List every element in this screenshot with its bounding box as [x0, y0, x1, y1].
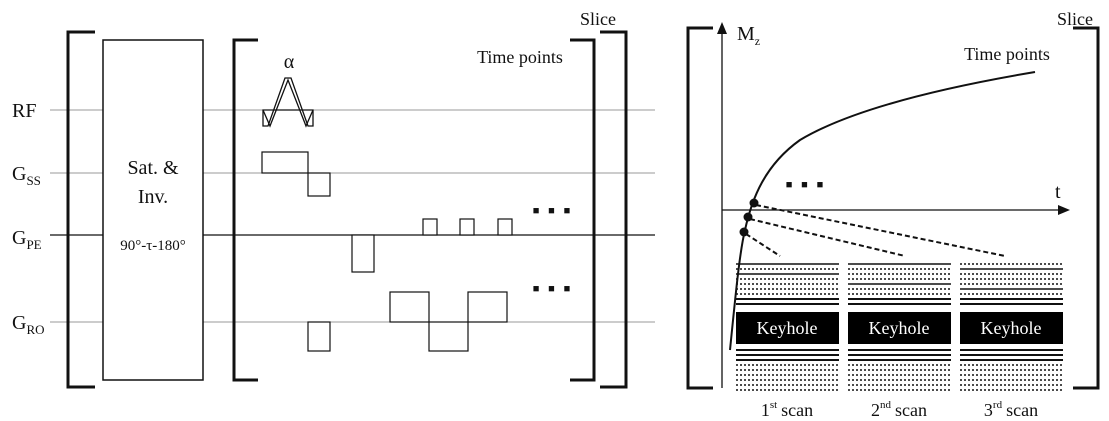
rf-pulse-shape [262, 78, 314, 128]
mz-outer-right-bracket [1073, 26, 1100, 390]
time-points-label: Time points [477, 47, 563, 67]
mz-recovery-diagram: Mz t Time points ■ ■ ■ Keyhole Keyhole K… [686, 9, 1100, 420]
gpe-blip-3 [497, 218, 513, 236]
kspace-panel-2 [848, 263, 951, 391]
prep-block [102, 39, 204, 381]
flip-angle-label: α [284, 51, 295, 73]
mz-y-label: Mz [737, 23, 760, 48]
slice-label-left: Slice [580, 9, 616, 29]
gro-lobe-2 [428, 321, 469, 352]
prep-block-line1: Sat. & [127, 157, 179, 179]
keyhole-box-1 [736, 312, 839, 344]
gro-lobe-3 [467, 291, 508, 323]
mz-ellipsis: ■ ■ ■ [786, 179, 826, 191]
leader-line-2 [749, 218, 906, 257]
prep-block-line2: Inv. [138, 186, 168, 208]
gss-lobe-negative [307, 172, 331, 197]
gss-lobe-positive [261, 151, 309, 174]
mz-time-points-label: Time points [964, 44, 1050, 64]
gro-prephaser [307, 321, 331, 352]
prep-block-line3: 90°-τ-180° [120, 238, 186, 254]
channel-label-gpe: GPE [12, 227, 42, 252]
leader-line-1 [745, 233, 781, 257]
mz-x-axis-arrow [1058, 205, 1070, 215]
keyhole-box-3 [960, 312, 1063, 344]
mz-outer-left-bracket [686, 26, 713, 390]
mz-y-axis-arrow [717, 22, 727, 34]
rf-pulse [262, 77, 314, 127]
gpe-ellipsis: ■ ■ ■ [533, 205, 573, 217]
keyhole-box-2 [848, 312, 951, 344]
keyhole-label-2: Keyhole [869, 318, 930, 338]
gpe-blip-1 [422, 218, 438, 236]
gro-ellipsis: ■ ■ ■ [533, 283, 573, 295]
outer-right-bracket [600, 30, 628, 389]
slice-label-right: Slice [1057, 9, 1093, 29]
gpe-prephaser [351, 234, 375, 273]
kspace-panel-3 [960, 263, 1063, 391]
outer-left-bracket [66, 30, 95, 389]
gro-lobe-1 [389, 291, 430, 323]
inner-right-bracket [570, 38, 596, 382]
mz-recovery-curve [729, 71, 1036, 351]
mz-x-label: t [1055, 181, 1061, 203]
gpe-blip-2 [459, 218, 475, 236]
kspace-panel-1 [736, 263, 839, 391]
keyhole-label-3: Keyhole [981, 318, 1042, 338]
inner-left-bracket [232, 38, 258, 382]
leader-line-3 [755, 204, 1006, 257]
keyhole-label-1: Keyhole [757, 318, 818, 338]
channel-label-gss: GSS [12, 163, 41, 188]
channel-label-gro: GRO [12, 312, 45, 337]
pulse-sequence-diagram: RF GSS GPE GRO Sat. & Inv. 90°-τ-180° α [12, 9, 655, 389]
channel-label-rf: RF [12, 100, 36, 122]
